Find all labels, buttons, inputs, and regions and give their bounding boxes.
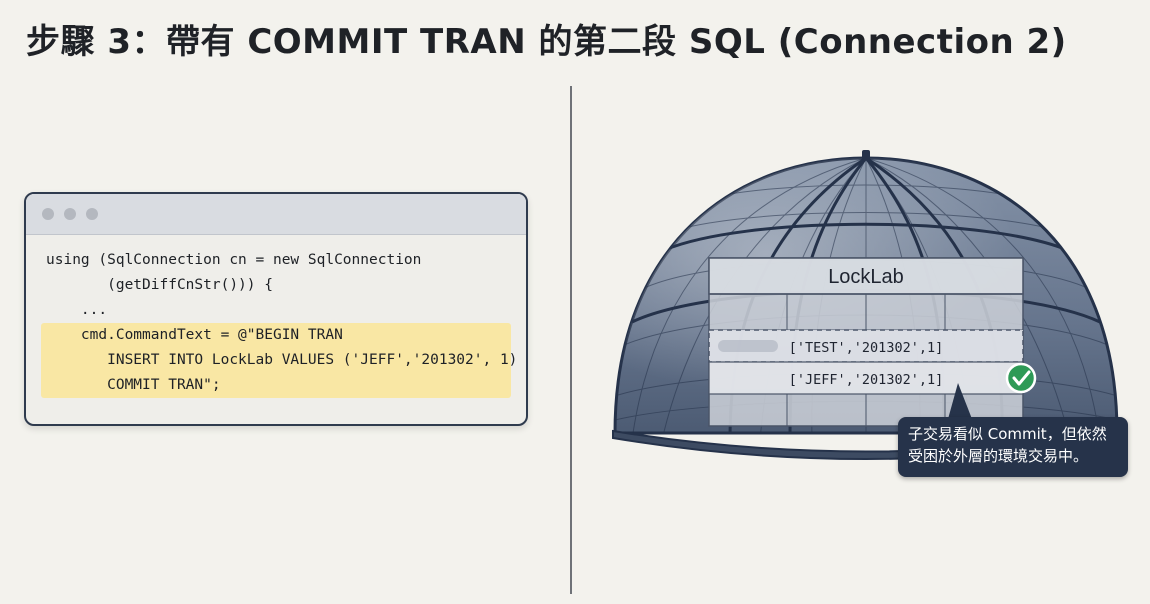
dome-finial	[862, 150, 870, 160]
table-title: LockLab	[828, 266, 904, 288]
callout-line-1: 子交易看似 Commit，但依然	[908, 425, 1107, 443]
code-line-5-highlighted: INSERT INTO LockLab VALUES ('JEFF','2013…	[41, 348, 517, 373]
code-line-3: ...	[46, 302, 108, 318]
code-line-1: using (SqlConnection cn = new SqlConnect…	[46, 252, 422, 268]
callout-line-2: 受困於外層的環境交易中。	[908, 447, 1089, 465]
window-titlebar	[26, 194, 526, 235]
window-dot-2	[64, 208, 76, 220]
callout-box: 子交易看似 Commit，但依然 受困於外層的環境交易中。	[898, 417, 1128, 477]
locklab-table	[708, 257, 1024, 427]
code-window: using (SqlConnection cn = new SqlConnect…	[24, 192, 528, 426]
callout-tail	[948, 383, 972, 419]
code-line-2: (getDiffCnStr())) {	[46, 277, 273, 293]
window-dot-1	[42, 208, 54, 220]
window-dot-3	[86, 208, 98, 220]
code-line-4-highlighted: cmd.CommandText = @"BEGIN TRAN	[41, 323, 511, 348]
code-block: using (SqlConnection cn = new SqlConnect…	[26, 235, 526, 398]
vertical-divider	[570, 86, 572, 594]
slide-title: 步驟 3：帶有 COMMIT TRAN 的第二段 SQL (Connection…	[26, 22, 1067, 62]
code-line-6-highlighted: COMMIT TRAN";	[41, 373, 511, 398]
check-circle-icon	[1005, 362, 1037, 394]
table-row-jeff: ['JEFF','201302',1]	[789, 372, 943, 388]
table-row-test: ['TEST','201302',1]	[789, 340, 943, 356]
